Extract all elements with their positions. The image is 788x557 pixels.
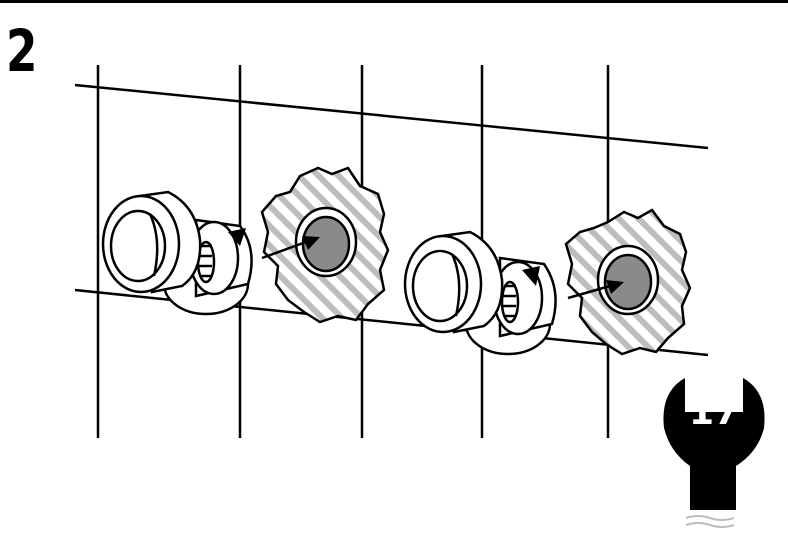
union-nut-left [188, 218, 253, 298]
wall-recess-left [260, 166, 390, 324]
connector-sleeve-right [403, 230, 504, 334]
open-end-wrench-icon: 17 [663, 378, 765, 528]
connector-sleeve-left [101, 190, 202, 294]
top-rule [0, 0, 788, 3]
grid-line-top [74, 83, 709, 150]
step-number: 2 [6, 17, 38, 85]
right-connection [403, 208, 692, 356]
wrench-size-label: 17 [689, 392, 739, 433]
left-connection [101, 166, 390, 324]
insertion-arrow-right [567, 280, 624, 300]
union-nut-right [492, 256, 557, 338]
insertion-arrow-left [261, 236, 320, 260]
wall-recess-right [564, 208, 692, 356]
